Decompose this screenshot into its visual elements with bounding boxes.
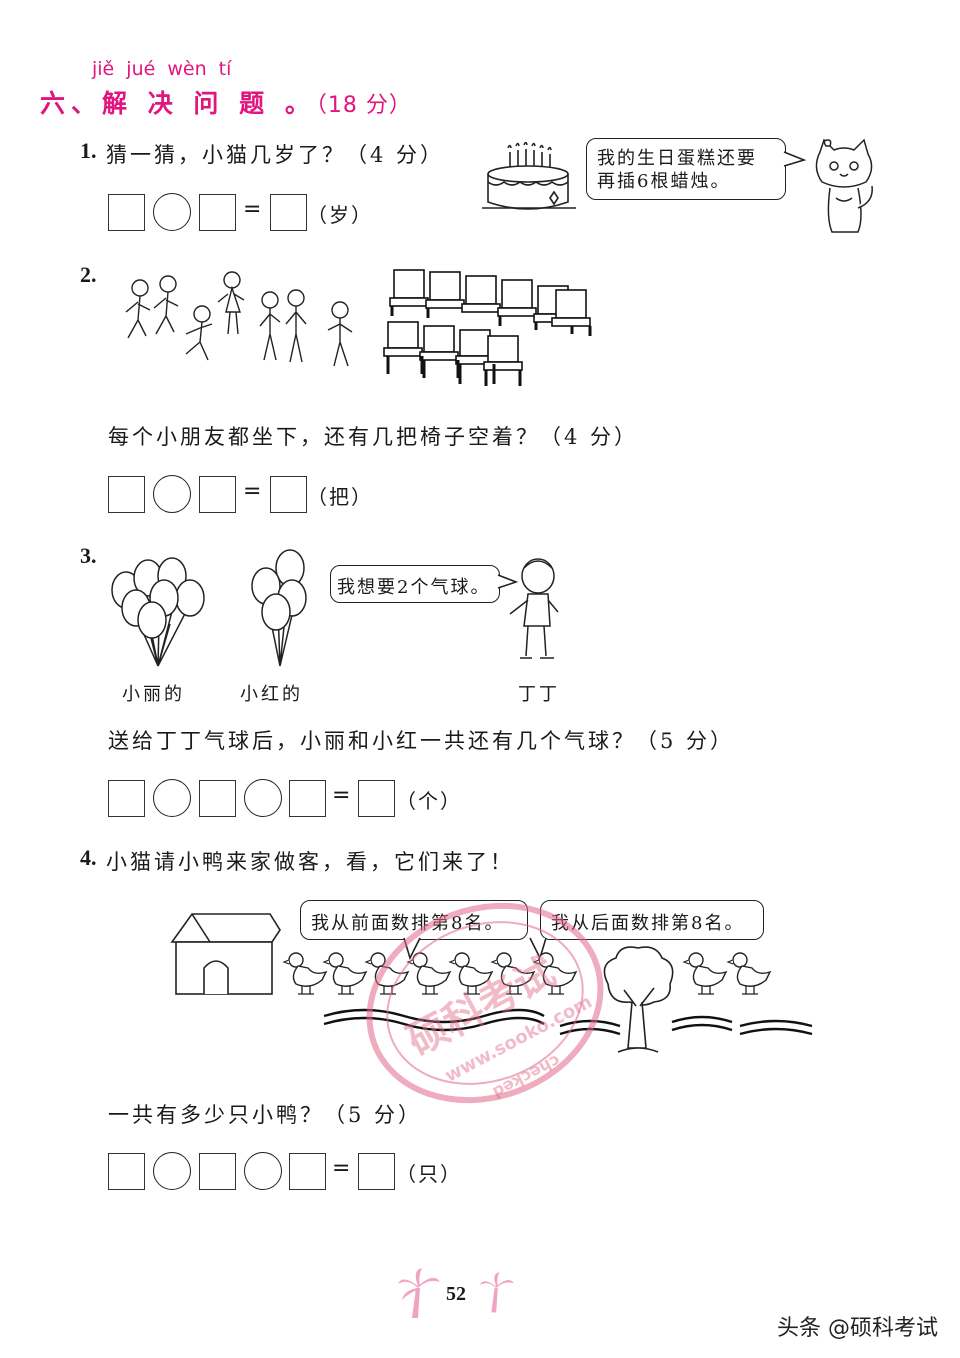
q2-answer-box-1[interactable] xyxy=(108,476,145,513)
q1-unit: （岁） xyxy=(307,203,373,227)
q3-answer-box-1[interactable] xyxy=(108,780,145,817)
page-number: 52 xyxy=(446,1283,466,1305)
bubble-tail xyxy=(497,574,519,589)
q4-operator-circle-2[interactable] xyxy=(244,1152,282,1190)
q2-answer-box-2[interactable] xyxy=(199,476,236,513)
q1-number: 1. xyxy=(80,138,97,163)
q1-speech-bubble: 我的生日蛋糕还要 再插6根蜡烛。 xyxy=(586,138,786,200)
q1-bubble-line-1: 我的生日蛋糕还要 xyxy=(597,148,757,169)
q3-bubble-text: 我想要2个气球。 xyxy=(337,577,491,598)
q3-text: 送给丁丁气球后，小丽和小红一共还有几个气球？（5 分） xyxy=(108,729,735,753)
children-illustration xyxy=(125,271,353,367)
q3-answer-box-3[interactable] xyxy=(289,780,326,817)
q1-result-box[interactable] xyxy=(270,194,307,231)
q2-text: 每个小朋友都坐下，还有几把椅子空着？（4 分） xyxy=(108,425,639,449)
dingding-boy-illustration xyxy=(509,558,559,659)
q4-speech-bubble-left: 我从前面数排第8名。 xyxy=(300,900,528,940)
label-xiaohong: 小红的 xyxy=(240,684,303,705)
q1-bubble-line-2: 再插6根蜡烛。 xyxy=(597,171,731,192)
q2-equals-sign: = xyxy=(243,479,262,504)
q4-bubble-left-text: 我从前面数排第8名。 xyxy=(311,913,505,934)
q2-operator-circle-1[interactable] xyxy=(153,475,191,513)
section-points: （18 分） xyxy=(315,93,412,118)
q3-equals-sign: = xyxy=(332,783,351,808)
q4-speech-bubble-right: 我从后面数排第8名。 xyxy=(540,900,764,940)
q4-unit: （只） xyxy=(396,1162,462,1186)
q1-answer-box-2[interactable] xyxy=(199,194,236,231)
label-xiaoli: 小丽的 xyxy=(122,684,185,705)
palm-tree-icon xyxy=(480,1272,514,1313)
q3-result-box[interactable] xyxy=(358,780,395,817)
q2-number: 2. xyxy=(80,262,97,287)
q3-speech-bubble: 我想要2个气球。 xyxy=(330,565,500,603)
q2-unit: （把） xyxy=(307,485,373,509)
chairs-illustration xyxy=(383,269,592,386)
xiaohong-balloons-illustration xyxy=(251,549,307,667)
kitten-illustration xyxy=(815,138,873,233)
q4-intro-text: 小猫请小鸭来家做客，看，它们来了！ xyxy=(106,850,514,874)
birthday-cake-illustration xyxy=(482,141,576,210)
footer-source-text: 头条 @硕科考试 xyxy=(777,1316,938,1341)
bubble-tail xyxy=(783,151,807,167)
palm-tree-icon xyxy=(398,1268,440,1318)
watermark-stamp: 硕科考试 www.sooko.com checked xyxy=(366,902,604,1104)
q1-operator-circle-1[interactable] xyxy=(153,193,191,231)
q4-operator-circle-1[interactable] xyxy=(153,1152,191,1190)
q4-answer-box-3[interactable] xyxy=(289,1153,326,1190)
tree-illustration xyxy=(603,946,674,1053)
q4-bubble-right-text: 我从后面数排第8名。 xyxy=(551,913,745,934)
q4-result-box[interactable] xyxy=(358,1153,395,1190)
ducklings-after-tree-illustration xyxy=(683,952,771,995)
q3-unit: （个） xyxy=(396,789,462,813)
q2-result-box[interactable] xyxy=(270,476,307,513)
xiaoli-balloons-illustration xyxy=(111,557,205,667)
q1-text: 猜一猜，小猫几岁了？（4 分） xyxy=(106,143,445,167)
q3-operator-circle-2[interactable] xyxy=(244,779,282,817)
q4-equals-sign: = xyxy=(332,1156,351,1181)
q3-operator-circle-1[interactable] xyxy=(153,779,191,817)
q4-number: 4. xyxy=(80,845,97,870)
section-pinyin: jiě jué wèn tí xyxy=(92,58,232,80)
house-illustration xyxy=(170,913,281,995)
water-waves-illustration xyxy=(323,1008,813,1036)
label-dingding: 丁丁 xyxy=(518,684,560,705)
q1-answer-box-1[interactable] xyxy=(108,194,145,231)
q4-text: 一共有多少只小鸭？（5 分） xyxy=(108,1103,423,1127)
section-title: 六、解 决 问 题 。（18 分） xyxy=(40,84,412,120)
q3-number: 3. xyxy=(80,543,97,568)
q3-answer-box-2[interactable] xyxy=(199,780,236,817)
q4-answer-box-2[interactable] xyxy=(199,1153,236,1190)
q4-answer-box-1[interactable] xyxy=(108,1153,145,1190)
section-title-text: 六、解 决 问 题 。 xyxy=(40,89,316,118)
q1-equals-sign: = xyxy=(243,197,262,222)
